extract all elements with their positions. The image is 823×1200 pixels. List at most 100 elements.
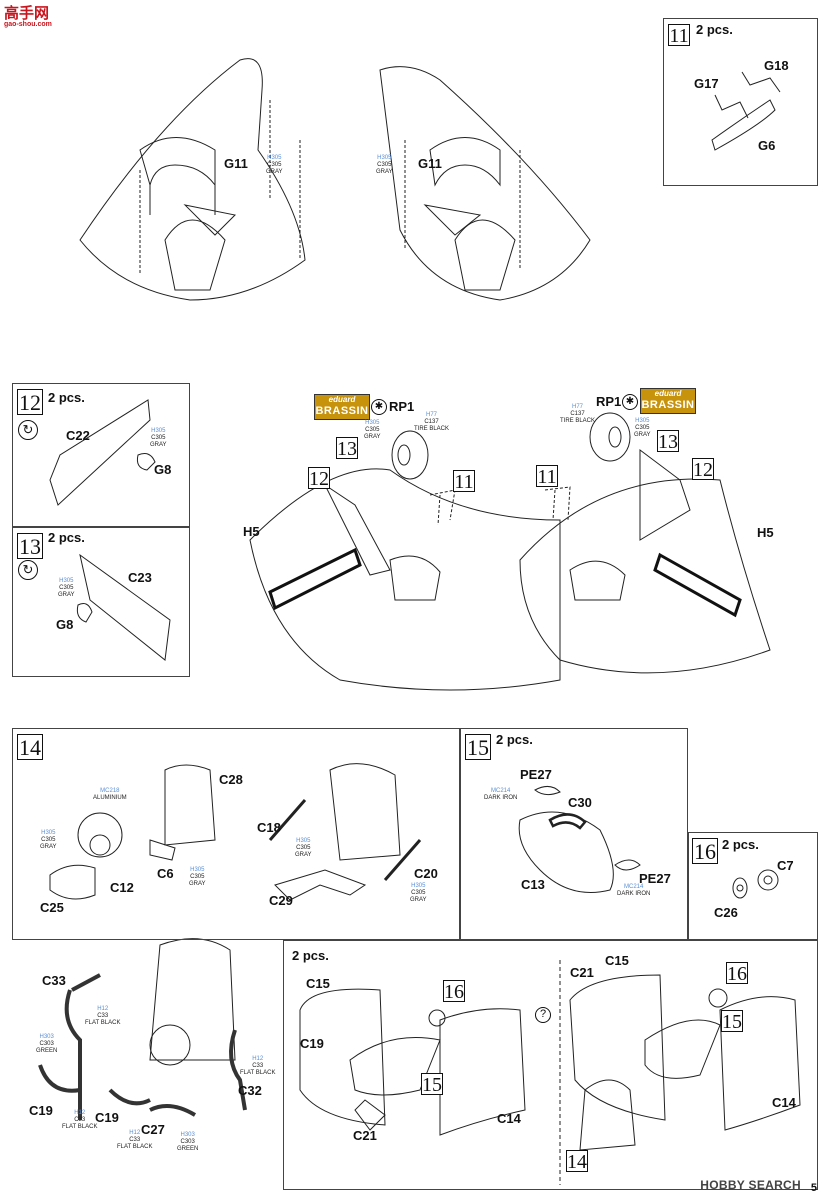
paint-code: H305	[411, 883, 426, 889]
step15-qty: 2 pcs.	[496, 732, 533, 747]
lower-paint-green2: H303 C303 GREEN	[177, 1132, 198, 1153]
gear-right-part-h5: H5	[757, 525, 774, 540]
step16-qty: 2 pcs.	[722, 837, 759, 852]
gear-right-drawing	[519, 412, 771, 674]
step14-part-c20: C20	[414, 866, 438, 881]
paint-name: GRAY	[58, 592, 75, 598]
paint-name: ALUMINIUM	[93, 795, 127, 801]
step12-qty: 2 pcs.	[48, 390, 85, 405]
paint-name: GREEN	[177, 1146, 199, 1152]
paint-code-alt: C137	[424, 419, 439, 425]
paint-code: H303	[180, 1132, 195, 1138]
paint-code-alt: C305	[59, 585, 74, 591]
paint-name: GRAY	[40, 844, 57, 850]
rotate-icon: ↻	[18, 420, 38, 440]
paint-code-alt: C303	[180, 1139, 195, 1145]
paint-code-alt: C305	[377, 162, 392, 168]
watermark-brand: 高手网	[4, 5, 50, 22]
lower-paint-fb4: H12 C33 FLAT BLACK	[117, 1130, 152, 1151]
step15-drawing	[518, 786, 641, 893]
final-right-part-c21: C21	[570, 965, 594, 980]
step13-part-c23: C23	[128, 570, 152, 585]
final-left-part-c21: C21	[353, 1128, 377, 1143]
step15-part-pe27-bottom: PE27	[639, 871, 671, 886]
paint-name: GRAY	[295, 852, 312, 858]
paint-name: GRAY	[150, 442, 167, 448]
step11-part-g17: G17	[694, 76, 719, 91]
page-number: 5	[810, 1182, 817, 1194]
step14-part-c28: C28	[219, 772, 243, 787]
step16-part-c26: C26	[714, 905, 738, 920]
lower-left-drawing	[38, 938, 247, 1120]
watermark-logo: 高手网 gao-shou.com	[4, 2, 52, 28]
final-left-drawing	[299, 988, 526, 1136]
paint-code-alt: C33	[129, 1137, 141, 1143]
step16-number: 16	[692, 838, 718, 864]
paint-code-alt: C305	[635, 425, 650, 431]
paint-name: TIRE BLACK	[560, 418, 596, 424]
step11-part-g6: G6	[758, 138, 776, 153]
step11-frame	[663, 18, 818, 186]
paint-code: H305	[365, 420, 380, 426]
watermark-site: gao-shou.com	[4, 21, 52, 28]
gear-left-rp: RP1	[389, 399, 415, 414]
step14-part-c18: C18	[257, 820, 281, 835]
paint-name: TIRE BLACK	[414, 426, 450, 432]
lower-part-c33: C33	[42, 973, 66, 988]
brassin-logo-right: eduard BRASSIN	[640, 388, 696, 414]
top-left-part-label: G11	[224, 156, 248, 171]
step15-part-pe27-top: PE27	[520, 767, 552, 782]
step15-paint-a: MC214 DARK IRON	[484, 788, 517, 802]
step11-part-g18: G18	[764, 58, 789, 73]
lower-paint-fb1: H12 C33 FLAT BLACK	[85, 1006, 120, 1027]
paint-name: GRAY	[189, 881, 206, 887]
paint-code: H12	[252, 1056, 264, 1062]
step12-drawing	[49, 399, 156, 506]
step11-number: 11	[668, 24, 690, 47]
step14-paint-gray3: H305 C305 GRAY	[295, 838, 312, 859]
paint-code: H77	[572, 404, 584, 410]
lower-part-c19-right: C19	[95, 1110, 119, 1125]
paint-name: FLAT BLACK	[85, 1020, 121, 1026]
paint-code: H305	[59, 578, 74, 584]
paint-code: MC214	[491, 788, 511, 794]
hobby-search-watermark: HOBBY SEARCH	[700, 1178, 801, 1192]
step14-part-c25: C25	[40, 900, 64, 915]
resin-part-icon: ✱	[371, 399, 387, 415]
paint-name: DARK IRON	[617, 891, 651, 897]
step16-drawing	[732, 869, 779, 899]
gear-left-paint-a: H305 C305 GRAY	[364, 420, 381, 441]
step14-paint-gray2: H305 C305 GRAY	[189, 867, 206, 888]
step13-number: 13	[17, 533, 43, 559]
step14-frame	[12, 728, 460, 940]
step12-part-g8: G8	[154, 462, 172, 477]
step14-paint-gray1: H305 C305 GRAY	[40, 830, 57, 851]
paint-code-alt: C33	[252, 1063, 264, 1069]
paint-code: MC214	[624, 884, 644, 890]
final-left-ref-16: 16	[443, 980, 465, 1003]
step15-number: 15	[465, 734, 491, 760]
step14-part-c12: C12	[110, 880, 134, 895]
gear-left-ref-12: 12	[308, 467, 330, 490]
step14-drawing	[49, 763, 422, 901]
paint-code-alt: C305	[190, 874, 205, 880]
top-right-assembly-drawing	[379, 66, 591, 301]
paint-code: MC218	[100, 788, 120, 794]
paint-code-alt: C33	[74, 1117, 86, 1123]
step15-frame	[460, 728, 688, 940]
gear-left-paint-b: H77 C137 TIRE BLACK	[414, 412, 449, 433]
paint-code-alt: C33	[97, 1013, 109, 1019]
paint-code-alt: C305	[296, 845, 311, 851]
lower-part-c19-left: C19	[29, 1103, 53, 1118]
optional-icon: ?	[535, 1007, 551, 1023]
step16-part-c7: C7	[777, 858, 794, 873]
paint-name: GRAY	[266, 169, 283, 175]
paint-code-alt: C305	[411, 890, 426, 896]
paint-name: FLAT BLACK	[240, 1070, 276, 1076]
gear-left-part-h5: H5	[243, 524, 260, 539]
final-right-part-c14: C14	[772, 1095, 796, 1110]
paint-name: GREEN	[36, 1048, 58, 1054]
rotate-icon: ↻	[18, 560, 38, 580]
top-right-paint: H305 C305 GRAY	[376, 155, 393, 176]
